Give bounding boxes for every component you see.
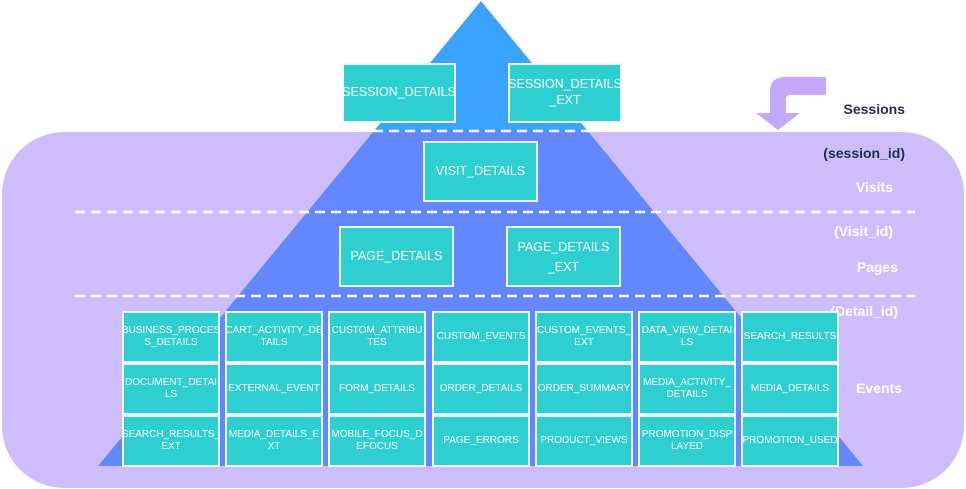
visits-key: (Visit_id) — [834, 223, 893, 239]
visits-title: Visits — [855, 179, 893, 195]
table-name: ORDER_SUMMARY — [537, 383, 631, 394]
table-box-page-details-ext[interactable]: PAGE_DETAILS _EXT — [506, 226, 621, 287]
table-name: BUSINESS_PROCES S_DETAILS — [121, 325, 221, 348]
table-name: SEARCH_RESULTS — [743, 331, 837, 342]
table-name: CUSTOM_EVENTS_ EXT — [536, 325, 632, 348]
event-table-box[interactable]: ORDER_SUMMARY — [535, 363, 633, 415]
table-name: MEDIA_DETAILS_E XT — [228, 429, 320, 452]
event-table-box[interactable]: BUSINESS_PROCES S_DETAILS — [122, 311, 220, 363]
table-name: MEDIA_DETAILS — [750, 383, 830, 394]
table-name: PROMOTION_USED — [742, 435, 838, 446]
table-name: CUSTOM_EVENTS — [436, 331, 526, 342]
table-name: CUSTOM_ATTRIBU TES — [331, 325, 423, 348]
event-table-box[interactable]: EXTERNAL_EVENT — [225, 363, 323, 415]
event-table-box[interactable]: PAGE_ERRORS — [432, 415, 530, 467]
table-box-session-details-ext[interactable]: SESSION_DETAILS _EXT — [508, 63, 622, 123]
events-label: Events — [840, 355, 902, 399]
visits-label: Visits (Visit_id) — [800, 154, 893, 242]
event-table-box[interactable]: FORM_DETAILS — [328, 363, 426, 415]
event-table-box[interactable]: SEARCH_RESULTS — [741, 311, 839, 363]
table-box-page-details[interactable]: PAGE_DETAILS — [339, 226, 454, 287]
sessions-label: Sessions (session_id) — [810, 76, 905, 164]
events-title: Events — [856, 380, 902, 396]
sessions-title: Sessions — [843, 101, 905, 117]
table-name: ORDER_DETAILS — [439, 383, 523, 394]
table-name: SEARCH_RESULTS_ EXT — [121, 429, 221, 452]
event-table-box[interactable]: CUSTOM_EVENTS — [432, 311, 530, 363]
pages-key: (Detail_id) — [830, 303, 898, 319]
table-name: PRODUCT_VIEWS — [540, 435, 628, 446]
table-name: DATA_VIEW_DETAI LS — [641, 325, 733, 348]
event-table-box[interactable]: DATA_VIEW_DETAI LS — [638, 311, 736, 363]
table-name: DOCUMENT_DETAI LS — [124, 377, 218, 400]
event-table-box[interactable]: ORDER_DETAILS — [432, 363, 530, 415]
table-name: PAGE_DETAILS — [350, 248, 443, 263]
event-table-box[interactable]: SEARCH_RESULTS_ EXT — [122, 415, 220, 467]
table-name: EXTERNAL_EVENT — [228, 383, 320, 394]
table-name: PAGE_DETAILS _EXT — [517, 239, 610, 274]
event-table-box[interactable]: DOCUMENT_DETAI LS — [122, 363, 220, 415]
table-name: SESSION_DETAILS — [342, 85, 456, 100]
table-box-session-details[interactable]: SESSION_DETAILS — [342, 63, 456, 123]
event-table-box[interactable]: MEDIA_DETAILS — [741, 363, 839, 415]
event-table-box[interactable]: MOBILE_FOCUS_D EFOCUS — [328, 415, 426, 467]
event-table-box[interactable]: CUSTOM_ATTRIBU TES — [328, 311, 426, 363]
event-table-box[interactable]: PRODUCT_VIEWS — [535, 415, 633, 467]
event-table-box[interactable]: CUSTOM_EVENTS_ EXT — [535, 311, 633, 363]
event-table-box[interactable]: PROMOTION_USED — [741, 415, 839, 467]
table-name: CART_ACTIVITY_DE TAILS — [225, 325, 323, 348]
table-name: FORM_DETAILS — [339, 383, 415, 394]
event-table-box[interactable]: CART_ACTIVITY_DE TAILS — [225, 311, 323, 363]
sessions-key: (session_id) — [823, 145, 905, 161]
table-name: PAGE_ERRORS — [443, 435, 519, 446]
pages-title: Pages — [856, 259, 898, 275]
table-name: VISIT_DETAILS — [435, 163, 526, 178]
event-table-box[interactable]: MEDIA_ACTIVITY_ DETAILS — [638, 363, 736, 415]
event-table-box[interactable]: PROMOTION_DISP LAYED — [638, 415, 736, 467]
pages-label: Pages (Detail_id) — [800, 234, 898, 322]
table-name: PROMOTION_DISP LAYED — [641, 429, 733, 452]
table-name: MEDIA_ACTIVITY_ DETAILS — [643, 377, 731, 400]
event-table-box[interactable]: MEDIA_DETAILS_E XT — [225, 415, 323, 467]
table-name: SESSION_DETAILS _EXT — [508, 77, 622, 107]
table-name: MOBILE_FOCUS_D EFOCUS — [331, 429, 423, 452]
table-box-visit-details[interactable]: VISIT_DETAILS — [423, 141, 538, 202]
